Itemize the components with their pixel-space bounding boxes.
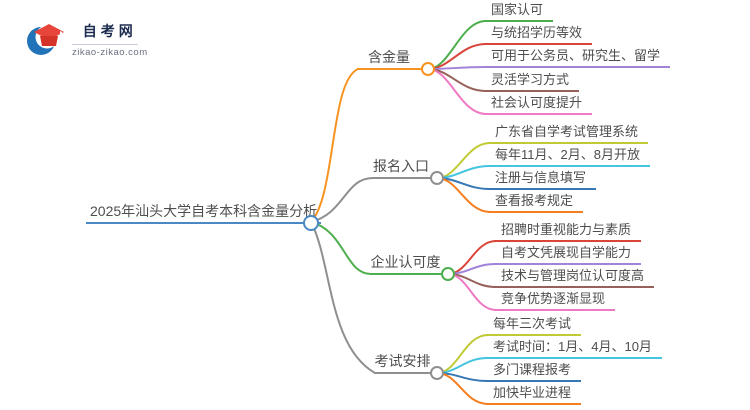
leaf-wenping-zixue[interactable]: 自考文凭展现自学能力 — [494, 243, 642, 265]
leaf-guojiarenke[interactable]: 国家认可 — [484, 0, 554, 22]
logo-site-name: 自考网 — [82, 22, 137, 39]
leaf-kaoshishijian[interactable]: 考试时间：1月、4月、10月 — [486, 337, 662, 359]
wire-b1-c5 — [427, 68, 487, 115]
leaf-linghuoxuexi[interactable]: 灵活学习方式 — [484, 70, 580, 92]
leaf-zhaopin-nengli[interactable]: 招聘时重视能力与素质 — [494, 220, 642, 242]
wire-root-qiyerenkedu — [310, 221, 372, 275]
branch-baomingrukou-label[interactable]: 报名入口 — [372, 157, 430, 179]
leaf-jiakuai-biye[interactable]: 加快毕业进程 — [486, 383, 582, 405]
branch-hanjinliang-label[interactable]: 含金量 — [357, 48, 421, 70]
branch-qiyerenkedu-handle[interactable] — [441, 267, 455, 281]
leaf-baokao-guiding[interactable]: 查看报考规定 — [488, 191, 584, 213]
branch-baomingrukou-handle[interactable] — [430, 171, 444, 185]
leaf-kaifang-shijian[interactable]: 每年11月、2月、8月开放 — [488, 145, 650, 167]
logo-wordmark: 自考网 zikao-zikao.com — [72, 21, 148, 58]
site-logo[interactable]: 自考网 zikao-zikao.com — [26, 18, 148, 60]
leaf-duomen-kecheng[interactable]: 多门课程报考 — [486, 360, 582, 382]
branch-hanjinliang-handle[interactable] — [421, 62, 435, 76]
logo-divider — [72, 43, 138, 45]
root-node-handle[interactable] — [303, 215, 319, 231]
graduation-cap-icon — [27, 24, 64, 55]
branch-kaoshianpai-handle[interactable] — [430, 366, 444, 380]
branch-kaoshianpai-label[interactable]: 考试安排 — [374, 352, 431, 374]
wire-b3-c4 — [447, 273, 497, 311]
root-node-label[interactable]: 2025年汕头大学自考本科含金量分析 — [86, 202, 322, 224]
leaf-tongzhaodengxiao[interactable]: 与统招学历等效 — [484, 23, 593, 45]
wire-b3-c2 — [447, 263, 497, 275]
leaf-gongwuyuan-yanjiusheng-liuxue[interactable]: 可用于公务员、研究生、留学 — [484, 46, 671, 68]
leaf-jishu-guanli-gangwei[interactable]: 技术与管理岗位认可度高 — [494, 266, 655, 288]
logo-site-url: zikao-zikao.com — [72, 46, 148, 58]
wire-root-baomingrukou — [310, 177, 374, 223]
wire-b2-c1 — [436, 142, 491, 179]
leaf-shehuirenke[interactable]: 社会认可度提升 — [484, 93, 593, 115]
leaf-sancikaoshi[interactable]: 每年三次考试 — [486, 314, 582, 336]
wire-b4-c1 — [436, 334, 489, 374]
leaf-guangdong-system[interactable]: 广东省自学考试管理系统 — [488, 122, 649, 144]
wire-root-hanjinliang — [310, 68, 359, 223]
branch-qiyerenkedu-label[interactable]: 企业认可度 — [370, 253, 441, 275]
leaf-jingzheng-youshi[interactable]: 竞争优势逐渐显现 — [494, 289, 616, 311]
leaf-zhuce-xinxi[interactable]: 注册与信息填写 — [488, 168, 597, 190]
wire-root-kaoshianpai — [310, 221, 376, 374]
